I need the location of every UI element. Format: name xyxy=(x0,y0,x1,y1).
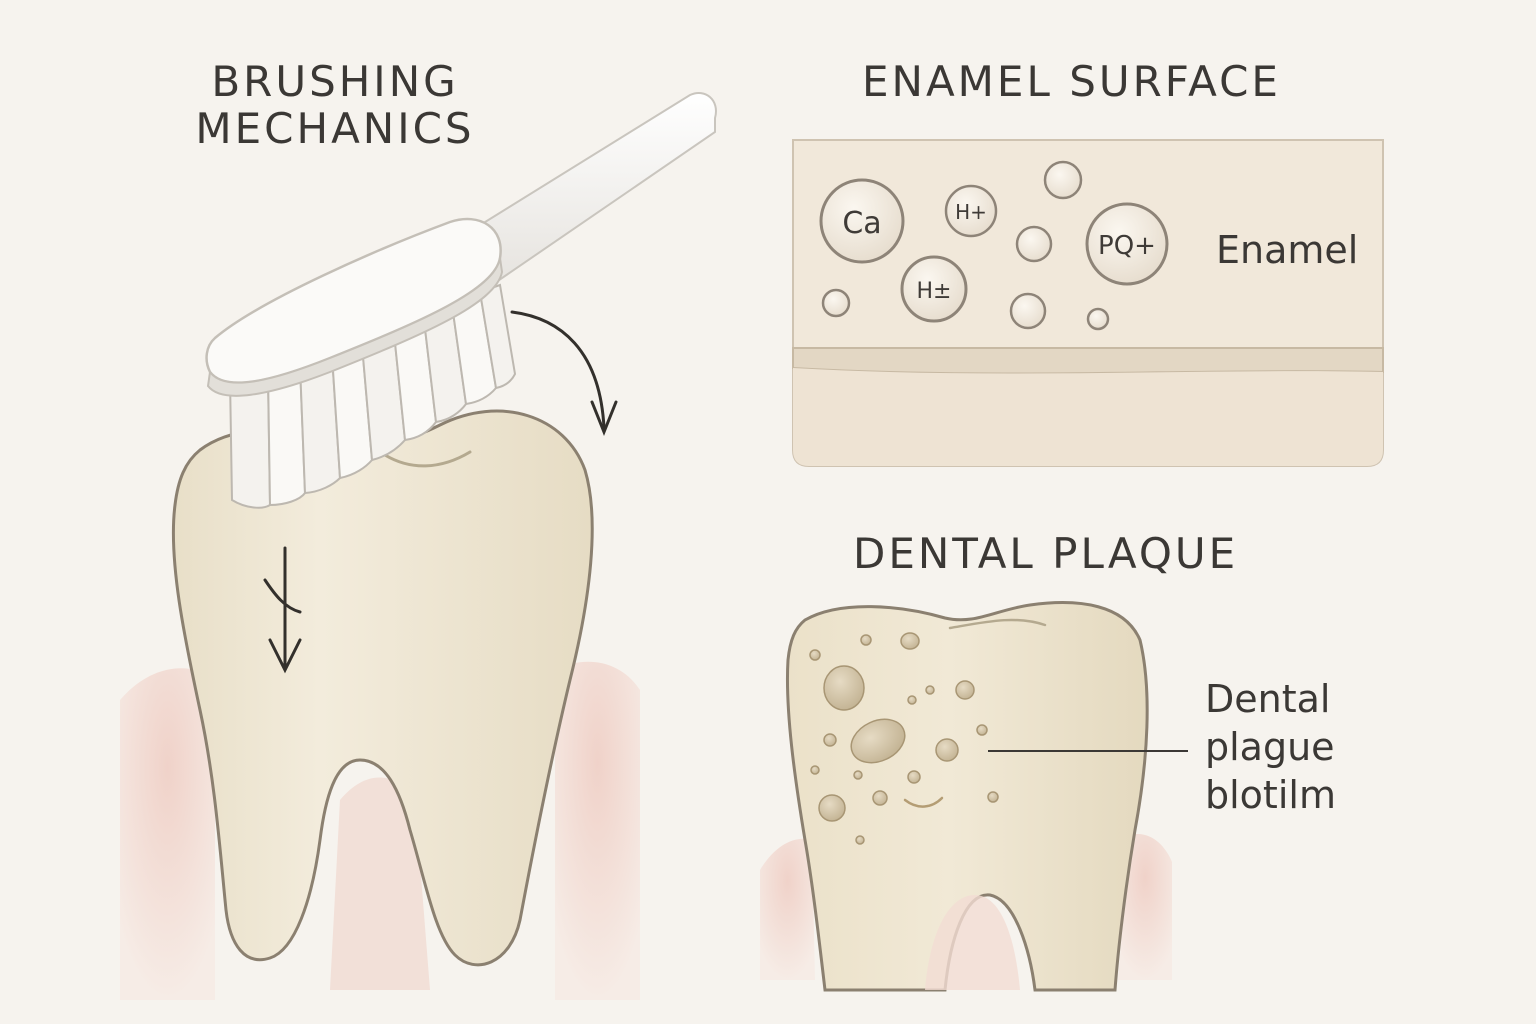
toothbrush xyxy=(205,92,717,509)
crown-groove xyxy=(383,450,472,468)
brushing-title-line1: BRUSHING xyxy=(211,57,459,106)
plaque-gum-left xyxy=(760,838,815,980)
ion-h-plus-label: H+ xyxy=(955,200,987,224)
plaque-spots xyxy=(809,632,999,845)
ion-ca-label: Ca xyxy=(842,206,881,241)
small-bubbles xyxy=(821,160,1110,331)
plaque-label-line3: blotilm xyxy=(1205,773,1336,817)
gum-left xyxy=(120,668,215,1000)
plaque-crown-groove xyxy=(948,618,1047,630)
dental-plaque-title: DENTAL PLAQUE xyxy=(853,529,1239,578)
ion-pq-plus-label: PQ+ xyxy=(1098,231,1156,261)
curved-arrow xyxy=(510,310,618,437)
enamel-panel: Ca H+ PQ+ H± xyxy=(792,139,1384,467)
ion-pq-plus: PQ+ xyxy=(1085,202,1169,286)
plaque-smile-mark xyxy=(903,796,944,808)
brushing-mechanics-title: BRUSHING MECHANICS xyxy=(180,58,490,152)
ion-h-plus: H+ xyxy=(944,184,998,238)
enamel-surface-title: ENAMEL SURFACE xyxy=(862,57,1281,106)
ion-h-minus: H± xyxy=(900,255,968,323)
dentin-layer xyxy=(793,368,1383,466)
enamel-layer-band xyxy=(792,347,1384,375)
gum-right xyxy=(555,661,640,1000)
plaque-panel xyxy=(760,601,1188,992)
brushing-title-line2: MECHANICS xyxy=(195,104,475,154)
plaque-biofilm-label: Dental plague blotilm xyxy=(1205,675,1336,819)
plaque-label-line1: Dental xyxy=(1205,677,1331,721)
enamel-label: Enamel xyxy=(1216,228,1359,272)
toothbrush-head-edge xyxy=(206,257,504,397)
plaque-tooth xyxy=(785,601,1149,992)
toothbrush-handle xyxy=(438,92,717,302)
plaque-root-gap xyxy=(925,895,1020,990)
ion-ca: Ca xyxy=(819,178,905,264)
molar-tooth xyxy=(171,409,594,967)
toothbrush-bristles xyxy=(228,283,517,509)
down-arrow xyxy=(263,546,302,674)
plaque-gum-right xyxy=(1118,834,1172,980)
plaque-label-line2: plague xyxy=(1205,725,1335,769)
gum-between-roots xyxy=(330,777,430,990)
brushing-panel xyxy=(120,92,717,1000)
ion-h-minus-label: H± xyxy=(917,279,952,304)
